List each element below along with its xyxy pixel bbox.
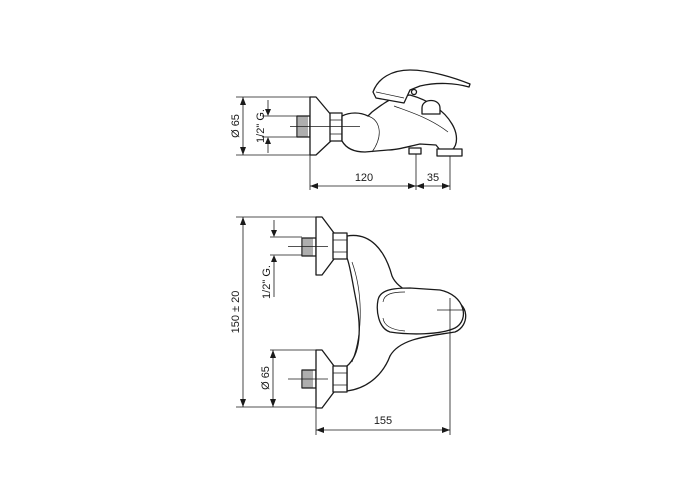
side-thread-label: 1/2" G. [255, 109, 267, 143]
hex-nut [329, 112, 343, 142]
wall-flange [309, 96, 333, 156]
side-length-label: 120 [355, 172, 373, 184]
side-spout-offset-label: 35 [427, 172, 439, 184]
lower-nut [332, 365, 348, 393]
centre-distance-label: 150 ± 20 [230, 291, 242, 334]
side-flange-diameter-label: Ø 65 [230, 114, 242, 138]
mixer-body [341, 94, 458, 153]
lever-top [376, 287, 464, 335]
upper-flange [315, 216, 335, 276]
shower-outlet [408, 147, 422, 155]
top-view: 150 ± 20 1/2" G. Ø 65 155 [230, 216, 467, 435]
upper-nut [332, 232, 348, 260]
side-view: Ø 65 1/2" G. 120 35 [230, 69, 471, 190]
lever-handle [372, 69, 471, 104]
top-thread-label: 1/2" G. [261, 265, 273, 299]
projection-label: 155 [374, 415, 392, 427]
top-flange-diameter-label: Ø 65 [260, 366, 272, 390]
bath-spout-outlet [436, 148, 463, 157]
diverter-knob [421, 99, 441, 115]
